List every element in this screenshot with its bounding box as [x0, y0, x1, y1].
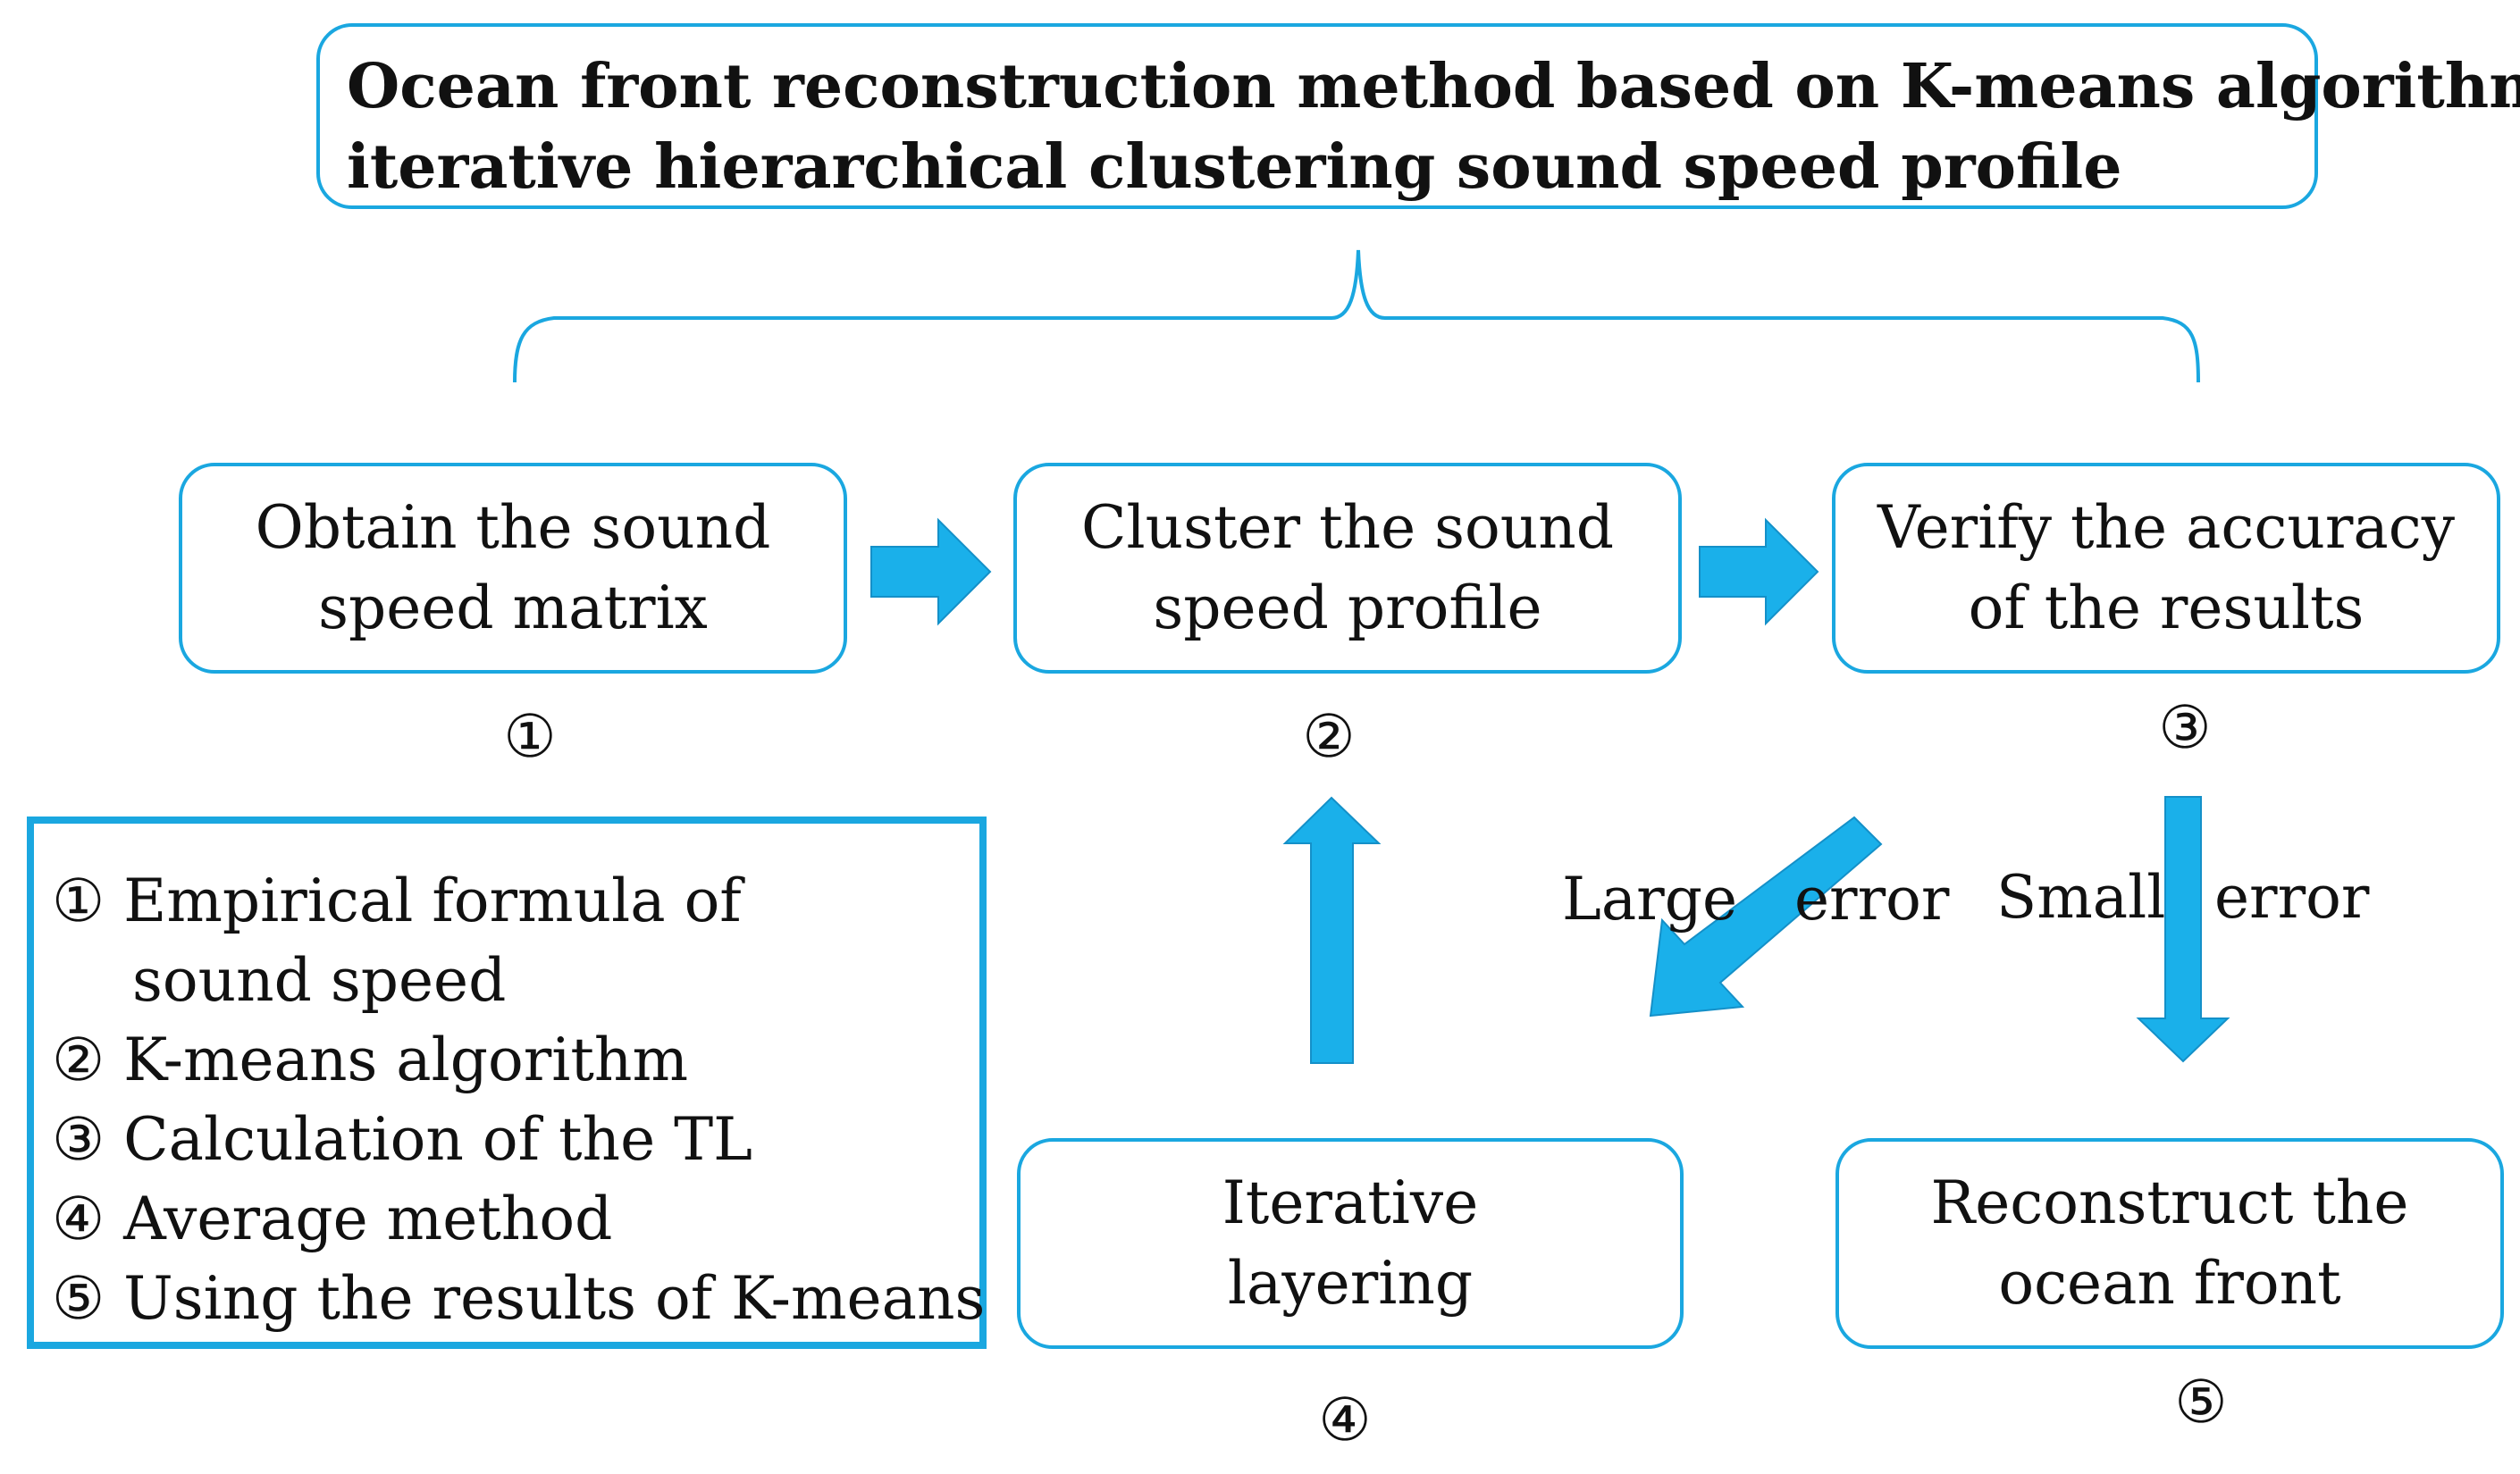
step-2-number: ② [1302, 702, 1356, 771]
step-2-line-2: speed profile [1153, 574, 1542, 642]
step-3-number: ③ [2158, 693, 2212, 762]
step-5-number: ⑤ [2174, 1368, 2228, 1436]
legend-text-5: Using the results of K-means [123, 1264, 986, 1333]
small-error-label-b: error [2214, 863, 2370, 932]
step-4-line-1: Iterative [1222, 1168, 1479, 1237]
legend-num-2: ② [52, 1026, 105, 1094]
legend-item-3: ③ Calculation of the TL [52, 1100, 979, 1179]
step-5-line-2: ocean front [1998, 1249, 2341, 1318]
legend-item-4: ④ Average method [52, 1179, 979, 1259]
legend-item-1-continuation: sound speed [132, 946, 507, 1015]
legend-text-1: Empirical formula of [123, 867, 742, 935]
step-1-line-2: speed matrix [318, 574, 708, 642]
step-4-number: ④ [1318, 1386, 1372, 1454]
arrow-4-to-2 [1282, 796, 1382, 1064]
legend-text-3: Calculation of the TL [123, 1105, 752, 1174]
diagram-title: Ocean front reconstruction method based … [316, 23, 2520, 209]
step-4-line-2: layering [1227, 1249, 1474, 1318]
legend-num-4: ④ [52, 1185, 105, 1253]
legend-num-3: ③ [52, 1105, 105, 1174]
step-iterative-layering: Iterative layering [1017, 1138, 1684, 1349]
step-obtain-sound-speed-matrix: Obtain the sound speed matrix [179, 463, 847, 674]
step-1-number: ① [503, 702, 557, 771]
legend-item-1: ① Empirical formula of [52, 861, 979, 941]
step-1-line-1: Obtain the sound [255, 493, 771, 562]
legend-num-1: ① [52, 867, 105, 935]
title-line-2: iterative hierarchical clustering sound … [347, 131, 2122, 203]
legend-item-5: ⑤ Using the results of K-means [52, 1259, 985, 1338]
arrow-small-error [2136, 796, 2230, 1063]
step-5-line-1: Reconstruct the [1930, 1168, 2409, 1237]
large-error-label-a: Large [1562, 865, 1738, 934]
arrow-1-to-2 [870, 517, 992, 626]
arrow-large-error [1649, 816, 1883, 1018]
legend-num-5: ⑤ [52, 1264, 105, 1333]
methods-legend: ① Empirical formula of sound speed ② K-m… [27, 817, 987, 1349]
arrow-2-to-3 [1699, 517, 1819, 626]
large-error-label-b: error [1794, 865, 1950, 934]
legend-text-2: K-means algorithm [123, 1026, 689, 1094]
top-brace [513, 249, 2200, 383]
step-3-line-2: of the results [1968, 574, 2365, 642]
step-verify-accuracy: Verify the accuracy of the results [1832, 463, 2500, 674]
legend-item-2: ② K-means algorithm [52, 1020, 979, 1100]
small-error-label-a: Small [1996, 863, 2166, 932]
step-cluster-sound-speed-profile: Cluster the sound speed profile [1013, 463, 1682, 674]
step-reconstruct-ocean-front: Reconstruct the ocean front [1835, 1138, 2504, 1349]
step-3-line-1: Verify the accuracy [1877, 493, 2455, 562]
title-line-1: Ocean front reconstruction method based … [347, 51, 2520, 122]
step-2-line-1: Cluster the sound [1080, 493, 1615, 562]
legend-text-4: Average method [123, 1185, 613, 1253]
